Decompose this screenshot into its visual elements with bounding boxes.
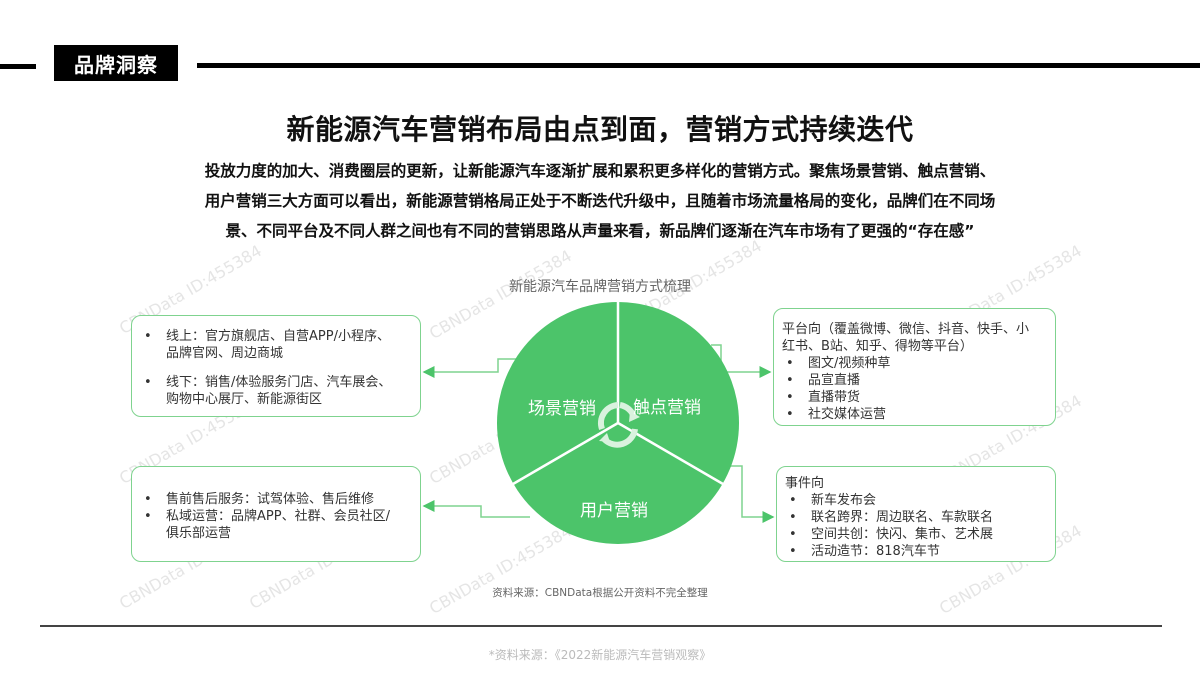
item-text: 联名跨界：周边联名、车款联名 [811,510,994,525]
bullet-icon: • [789,493,797,508]
bullet-icon: • [789,510,797,525]
item-text: 线上：官方旗舰店、自营APP/小程序、 [166,329,390,344]
bullet-icon: • [786,390,794,405]
segment-label-scene: 场景营销 [528,399,596,419]
scene-marketing-box: • 线上：官方旗舰店、自营APP/小程序、 品牌官网、周边商城 • 线下：销售/… [131,315,421,417]
item-text: 社交媒体运营 [808,407,887,422]
bullet-icon: • [789,527,797,542]
footer-rule [40,625,1162,627]
segment-label-touchpoint: 触点营销 [633,398,701,418]
list-item: • 售前售后服务：试驾体验、售后维修 [140,491,410,508]
list-item: • 活动造节：818汽车节 [785,543,1045,560]
list-item: • 直播带货 [782,389,1045,406]
list-item: • 空间共创：快闪、集市、艺术展 [785,526,1045,543]
bullet-icon: • [144,492,152,507]
page-title: 新能源汽车营销布局由点到面，营销方式持续迭代 [286,113,914,146]
item-text: 空间共创：快闪、集市、艺术展 [811,527,994,542]
header-rule-left [0,64,36,69]
header-rule-right [197,63,1200,68]
box-heading: 红书、B站、知乎、得物等平台） [782,339,973,354]
list-item: • 社交媒体运营 [782,406,1045,423]
list-item: • 图文/视频种草 [782,355,1045,372]
intro-line: 用户营销三大方面可以看出，新能源营销格局正处于不断迭代升级中，且随着市场流量格局… [204,192,996,210]
bullet-icon: • [786,356,794,371]
item-text: 品牌官网、周边商城 [166,346,284,361]
bullet-icon: • [144,329,152,344]
intro-line: 投放力度的加大、消费圈层的更新，让新能源汽车逐渐扩展和累积更多样化的营销方式。聚… [204,162,996,180]
box-heading: 事件向 [785,476,825,491]
section-tag: 品牌洞察 [54,45,178,81]
item-text: 活动造节：818汽车节 [811,544,940,559]
bullet-icon: • [786,373,794,388]
diagram-title: 新能源汽车品牌营销方式梳理 [509,279,691,295]
item-text: 新车发布会 [811,493,877,508]
item-text: 俱乐部运营 [166,526,232,541]
marketing-wheel [497,301,739,544]
item-text: 图文/视频种草 [808,356,891,371]
list-item: • 新车发布会 [785,492,1045,509]
bullet-icon: • [144,509,152,524]
footnote: *资料来源：《2022新能源汽车营销观察》 [488,648,712,662]
item-text: 线下：销售/体验服务门店、汽车展会、 [166,375,392,390]
item-text: 售前售后服务：试驾体验、售后维修 [166,492,375,507]
bullet-icon: • [789,544,797,559]
segment-label-user: 用户营销 [580,501,648,521]
bullet-icon: • [144,375,152,390]
box-heading: 平台向（覆盖微博、微信、抖音、快手、小 [782,322,1030,337]
list-item: • 联名跨界：周边联名、车款联名 [785,509,1045,526]
item-text: 私域运营：品牌APP、社群、会员社区/ [166,509,390,524]
list-item: • 线下：销售/体验服务门店、汽车展会、 购物中心展厅、新能源街区 [140,374,410,408]
bullet-icon: • [786,407,794,422]
touchpoint-platform-box: 平台向（覆盖微博、微信、抖音、快手、小 红书、B站、知乎、得物等平台） • 图文/… [773,308,1056,426]
list-item: • 线上：官方旗舰店、自营APP/小程序、 品牌官网、周边商城 [140,328,410,362]
item-text: 品宣直播 [808,373,861,388]
diagram-source: 资料来源：CBNData根据公开资料不完全整理 [492,587,708,599]
intro-paragraph: 投放力度的加大、消费圈层的更新，让新能源汽车逐渐扩展和累积更多样化的营销方式。聚… [150,156,1050,246]
intro-line: 景、不同平台及不同人群之间也有不同的营销思路从声量来看，新品牌们逐渐在汽车市场有… [225,222,975,240]
item-text: 直播带货 [808,390,861,405]
list-item: • 私域运营：品牌APP、社群、会员社区/ 俱乐部运营 [140,508,410,542]
item-text: 购物中心展厅、新能源街区 [166,392,323,407]
touchpoint-event-box: 事件向 • 新车发布会 • 联名跨界：周边联名、车款联名 • 空间共创：快闪、集市、艺… [776,466,1056,562]
list-item: • 品宣直播 [782,372,1045,389]
user-marketing-box: • 售前售后服务：试驾体验、售后维修 • 私域运营：品牌APP、社群、会员社区/… [131,466,421,562]
